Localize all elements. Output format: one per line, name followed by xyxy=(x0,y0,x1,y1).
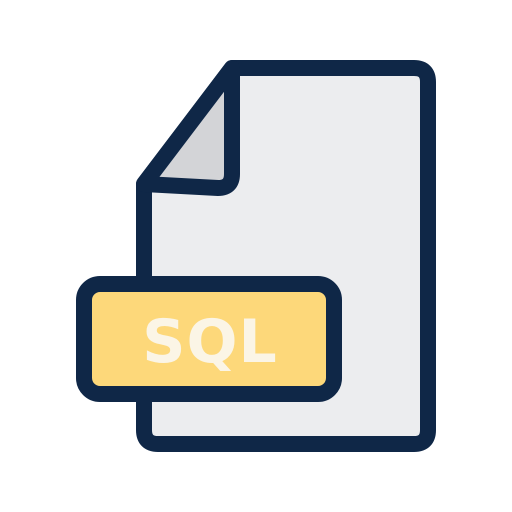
file-type-label: SQL xyxy=(142,307,277,377)
label-badge xyxy=(76,276,342,402)
folded-corner xyxy=(136,60,240,196)
